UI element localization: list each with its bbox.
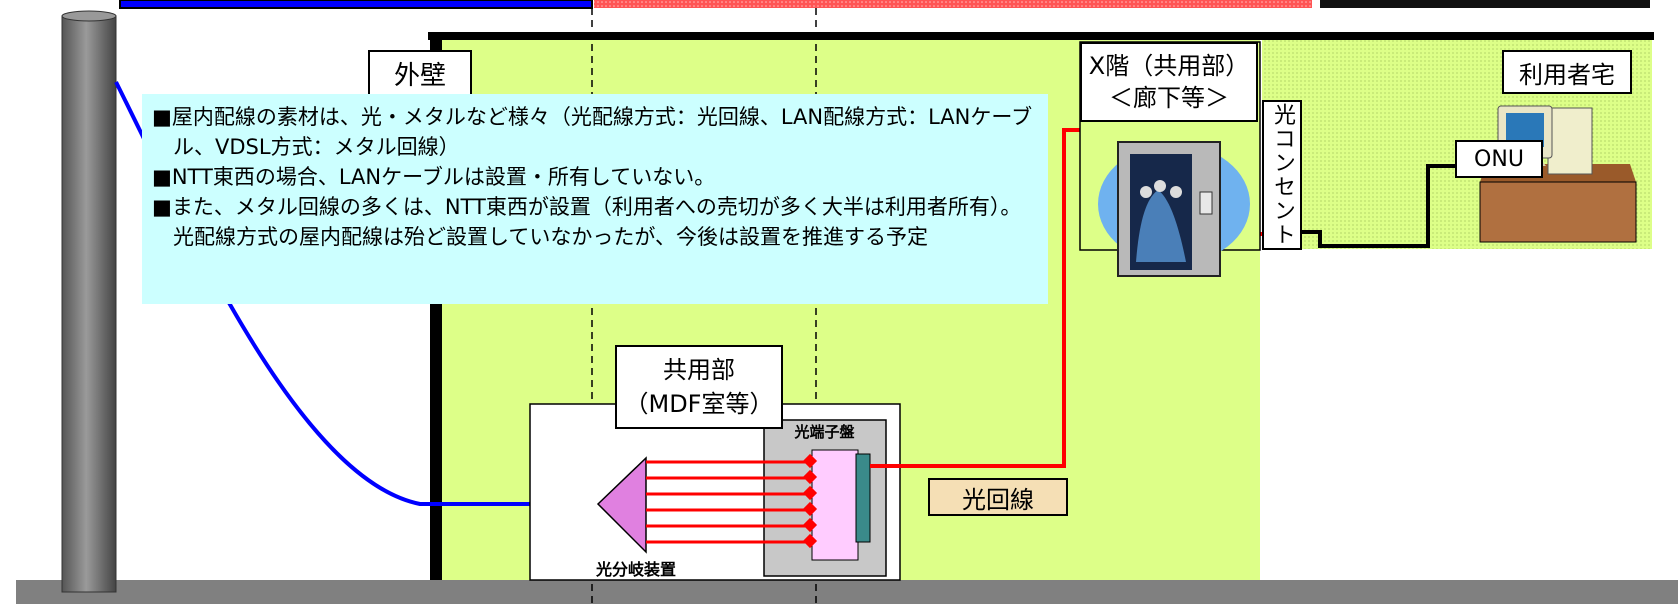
fiber-connector-dots <box>802 453 818 549</box>
common-area-label: 共用部 （MDF室等） <box>615 345 783 429</box>
onu-label: ONU <box>1455 140 1543 178</box>
onu-cable <box>1302 164 1456 248</box>
exterior-wall-label: 外壁 <box>368 50 472 96</box>
note-item: ■屋内配線の素材は、光・メタルなど様々（光配線方式：光回線、LAN配線方式：LA… <box>152 105 1033 159</box>
note-item: ■NTT東西の場合、LANケーブルは設置・所有していない。 <box>152 165 716 189</box>
terminal-connector <box>855 453 871 543</box>
fiber-line-label: 光回線 <box>928 478 1068 516</box>
utility-pole-icon <box>61 10 117 593</box>
optical-outlet-label: 光コンセント <box>1262 100 1302 250</box>
notes-callout: ■屋内配線の素材は、光・メタルなど様々（光配線方式：光回線、LAN配線方式：LA… <box>142 94 1048 304</box>
ground <box>16 580 1678 604</box>
optical-terminal-board-label: 光端子盤 <box>794 422 855 441</box>
optical-splitter-label: 光分岐装置 <box>596 560 677 579</box>
splitter-fibers <box>646 460 812 544</box>
note-item: ■また、メタル回線の多くは、NTT東西が設置（利用者への売切が多く大半は利用者所… <box>152 195 1022 249</box>
common-area-text-line1: 共用部 <box>663 356 735 384</box>
x-floor-text-line1: X階（共用部） <box>1088 52 1250 80</box>
x-floor-text-line2: ＜廊下等＞ <box>1109 84 1229 112</box>
optical-splitter-icon <box>596 456 647 554</box>
top-black-strip <box>1320 0 1650 8</box>
x-floor-label: X階（共用部） ＜廊下等＞ <box>1080 42 1258 122</box>
exterior-wall-text: 外壁 <box>393 60 446 91</box>
top-red-strip <box>594 0 1312 8</box>
terminal-panel <box>811 449 859 561</box>
user-home-text: 利用者宅 <box>1519 60 1615 89</box>
common-area-text-line2: （MDF室等） <box>624 390 774 418</box>
onu-text: ONU <box>1474 146 1524 172</box>
computer-icon <box>1497 105 1593 175</box>
optical-outlet-text: 光コンセント <box>1270 103 1295 247</box>
fiber-line-text: 光回線 <box>962 485 1034 514</box>
elevator-people-icon <box>1098 141 1250 277</box>
user-home-label: 利用者宅 <box>1502 50 1632 94</box>
top-blue-strip <box>119 0 593 9</box>
